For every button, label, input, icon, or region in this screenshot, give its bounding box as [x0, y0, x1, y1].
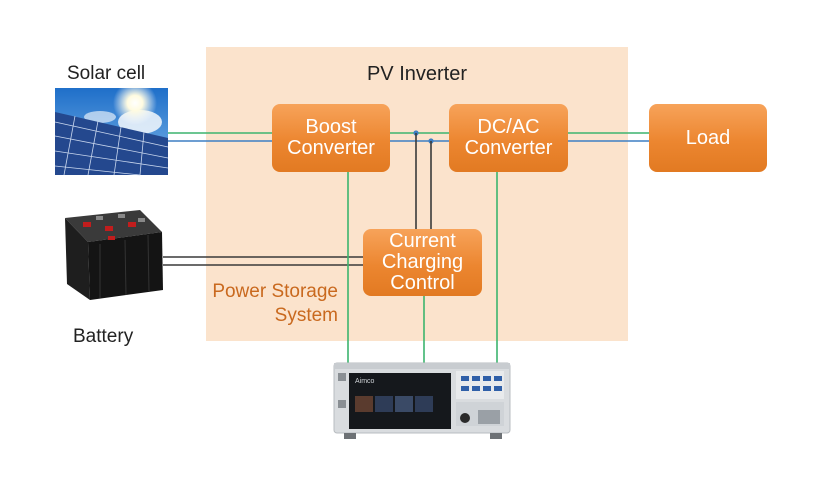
charging-control-box: Current Charging Control [363, 229, 482, 296]
pv-inverter-title: PV Inverter [366, 63, 468, 85]
boost-converter-box: Boost Converter [272, 104, 390, 172]
dcac-converter-line-1: DC/AC [477, 116, 540, 138]
load-label: Load [685, 126, 731, 149]
power-analyzer-picture [333, 362, 511, 439]
charging-control-line-3: Control [390, 272, 455, 294]
power-storage-line-1: Power Storage [212, 281, 338, 302]
boost-converter-line-1: Boost [305, 116, 357, 138]
solar-cell-label: Solar cell [67, 63, 146, 84]
power-storage-system-label: Power Storage System [180, 280, 338, 328]
battery-picture [65, 210, 163, 300]
power-storage-line-2: System [274, 305, 338, 326]
charging-control-line-1: Current [389, 230, 456, 252]
solar-panel-picture [54, 81, 169, 176]
boost-converter-line-2: Converter [287, 137, 375, 159]
load-box: Load [649, 104, 767, 172]
dcac-converter-box: DC/AC Converter [449, 104, 568, 172]
instrument-brand: Aimco [355, 378, 375, 385]
battery-label: Battery [73, 326, 134, 347]
charging-control-line-2: Charging [381, 251, 464, 273]
dcac-converter-line-2: Converter [464, 137, 553, 159]
